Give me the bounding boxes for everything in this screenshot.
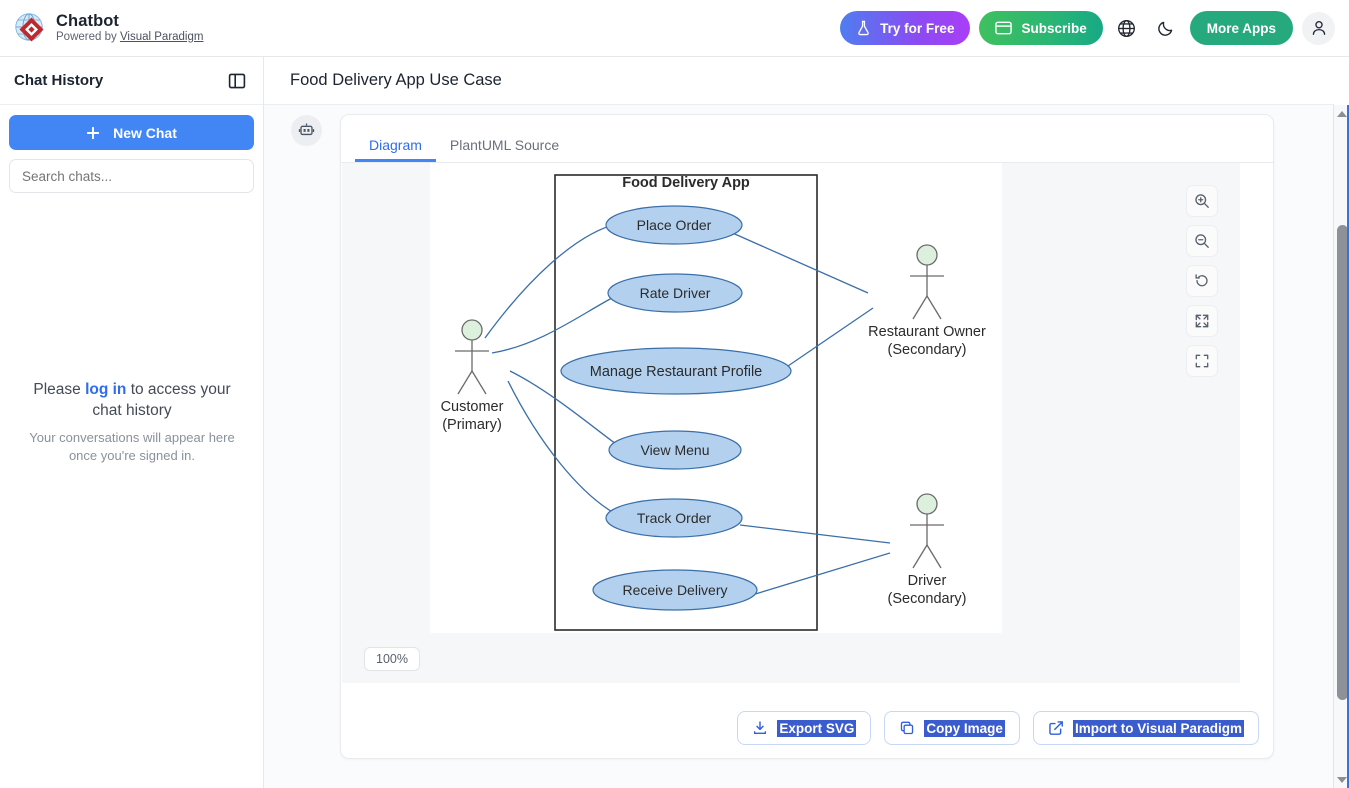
plus-icon bbox=[86, 126, 100, 140]
tab-plantuml-source[interactable]: PlantUML Source bbox=[436, 137, 573, 162]
tab-diagram[interactable]: Diagram bbox=[355, 137, 436, 162]
diagram-canvas[interactable]: Food Delivery App bbox=[342, 163, 1240, 683]
page-title: Food Delivery App Use Case bbox=[290, 71, 502, 89]
import-to-visual-paradigm-label: Import to Visual Paradigm bbox=[1072, 719, 1244, 737]
tab-bar: Diagram PlantUML Source bbox=[341, 115, 1273, 163]
sidebar-collapse-button[interactable] bbox=[225, 69, 249, 93]
visual-paradigm-globe-diamond-logo bbox=[14, 12, 46, 44]
copy-icon bbox=[899, 720, 915, 736]
new-chat-label: New Chat bbox=[113, 124, 177, 141]
window-focus-edge bbox=[1347, 105, 1349, 788]
subscribe-label: Subscribe bbox=[1021, 20, 1087, 36]
language-button[interactable] bbox=[1112, 13, 1142, 43]
app-title: Chatbot bbox=[56, 12, 120, 31]
sidebar-body: New Chat bbox=[0, 105, 263, 193]
header-actions: Try for Free Subscribe bbox=[840, 11, 1335, 45]
export-svg-button[interactable]: Export SVG bbox=[737, 711, 872, 745]
robot-icon bbox=[298, 122, 315, 139]
login-prompt-suffix: to access your chat history bbox=[92, 380, 231, 419]
svg-text:(Secondary): (Secondary) bbox=[888, 591, 967, 607]
diagram-surface: Food Delivery App bbox=[430, 163, 1002, 633]
use-case-place-order: Place Order bbox=[605, 205, 743, 245]
svg-text:Driver: Driver bbox=[908, 573, 947, 589]
login-prompt: Please log in to access your chat histor… bbox=[25, 380, 240, 422]
globe-icon bbox=[1117, 19, 1136, 38]
scroll-down-arrow-icon[interactable] bbox=[1334, 771, 1349, 788]
svg-text:Restaurant Owner: Restaurant Owner bbox=[868, 324, 986, 340]
zoom-out-icon[interactable] bbox=[1186, 225, 1218, 257]
brand: Chatbot Powered by Visual Paradigm bbox=[14, 12, 203, 44]
svg-text:Rate Driver: Rate Driver bbox=[640, 285, 711, 301]
use-case-view-menu: View Menu bbox=[608, 430, 742, 470]
login-prompt-prefix: Please bbox=[33, 380, 86, 398]
search-input[interactable] bbox=[9, 159, 254, 193]
use-case-rate-driver: Rate Driver bbox=[607, 273, 743, 313]
powered-by-prefix: Powered by bbox=[56, 30, 120, 43]
flask-icon bbox=[856, 20, 871, 36]
external-link-icon bbox=[1048, 720, 1064, 736]
import-to-visual-paradigm-button[interactable]: Import to Visual Paradigm bbox=[1032, 711, 1259, 745]
zoom-in-icon[interactable] bbox=[1186, 185, 1218, 217]
main-panel: Food Delivery App Use Case Diagram Plant… bbox=[264, 57, 1334, 788]
svg-text:(Secondary): (Secondary) bbox=[888, 342, 967, 358]
credit-card-icon bbox=[995, 21, 1013, 35]
use-case-diagram-svg: Food Delivery App bbox=[441, 174, 986, 631]
more-apps-label: More Apps bbox=[1206, 20, 1276, 36]
try-for-free-label: Try for Free bbox=[880, 20, 955, 36]
zoom-toolbar bbox=[1186, 185, 1218, 377]
login-prompt-sub: Your conversations will appear here once… bbox=[29, 429, 235, 463]
actor-driver: Driver (Secondary) bbox=[888, 493, 967, 607]
use-case-track-order: Track Order bbox=[605, 498, 743, 538]
copy-image-label: Copy Image bbox=[924, 719, 1005, 737]
use-case-nodes: Place Order Rate Driver Manage Restauran… bbox=[560, 205, 792, 611]
svg-text:Manage Restaurant Profile: Manage Restaurant Profile bbox=[590, 364, 763, 380]
download-icon bbox=[752, 720, 768, 736]
subscribe-button[interactable]: Subscribe bbox=[979, 11, 1103, 45]
actor-customer: Customer (Primary) bbox=[441, 319, 504, 433]
vertical-scrollbar[interactable] bbox=[1333, 105, 1349, 788]
fit-screen-icon[interactable] bbox=[1186, 305, 1218, 337]
use-case-manage-restaurant-profile: Manage Restaurant Profile bbox=[560, 347, 792, 395]
log-in-link[interactable]: log in bbox=[85, 380, 127, 398]
actor-restaurant-owner: Restaurant Owner (Secondary) bbox=[868, 244, 986, 358]
svg-text:Customer: Customer bbox=[441, 399, 504, 415]
powered-by-line: Powered by Visual Paradigm bbox=[56, 31, 203, 44]
sidebar-title: Chat History bbox=[14, 72, 104, 89]
system-boundary-label: Food Delivery App bbox=[622, 175, 750, 191]
scroll-up-arrow-icon[interactable] bbox=[1334, 105, 1349, 122]
svg-text:Track Order: Track Order bbox=[637, 510, 711, 526]
theme-toggle-button[interactable] bbox=[1151, 13, 1181, 43]
export-svg-label: Export SVG bbox=[777, 719, 857, 737]
copy-image-button[interactable]: Copy Image bbox=[884, 711, 1020, 745]
chat-history-sidebar: Chat History New Chat Please log in to a… bbox=[0, 57, 264, 788]
fullscreen-icon[interactable] bbox=[1186, 345, 1218, 377]
panel-toggle-icon bbox=[228, 72, 246, 90]
sidebar-header: Chat History bbox=[0, 57, 263, 105]
new-chat-button[interactable]: New Chat bbox=[9, 115, 254, 150]
user-icon bbox=[1310, 19, 1328, 37]
main-content: Diagram PlantUML Source Food Delivery Ap… bbox=[264, 105, 1334, 788]
svg-text:View Menu: View Menu bbox=[640, 442, 709, 458]
use-case-receive-delivery: Receive Delivery bbox=[592, 569, 758, 611]
bot-avatar bbox=[291, 115, 322, 146]
reset-rotate-icon[interactable] bbox=[1186, 265, 1218, 297]
svg-text:Place Order: Place Order bbox=[637, 217, 712, 233]
zoom-level-badge: 100% bbox=[364, 647, 420, 671]
svg-text:(Primary): (Primary) bbox=[442, 417, 502, 433]
avatar[interactable] bbox=[1302, 11, 1335, 45]
association-lines bbox=[484, 222, 891, 596]
app-header: Chatbot Powered by Visual Paradigm Try f… bbox=[0, 0, 1349, 57]
brand-text: Chatbot Powered by Visual Paradigm bbox=[56, 12, 203, 43]
moon-icon bbox=[1157, 19, 1175, 37]
scrollbar-thumb[interactable] bbox=[1337, 225, 1348, 700]
more-apps-button[interactable]: More Apps bbox=[1189, 11, 1293, 45]
diagram-actions: Export SVG Copy Image bbox=[737, 711, 1259, 745]
diagram-card: Diagram PlantUML Source Food Delivery Ap… bbox=[340, 114, 1274, 759]
main-header: Food Delivery App Use Case bbox=[264, 57, 1334, 105]
visual-paradigm-link[interactable]: Visual Paradigm bbox=[119, 30, 204, 43]
try-for-free-button[interactable]: Try for Free bbox=[840, 11, 971, 45]
svg-text:Receive Delivery: Receive Delivery bbox=[622, 582, 727, 598]
